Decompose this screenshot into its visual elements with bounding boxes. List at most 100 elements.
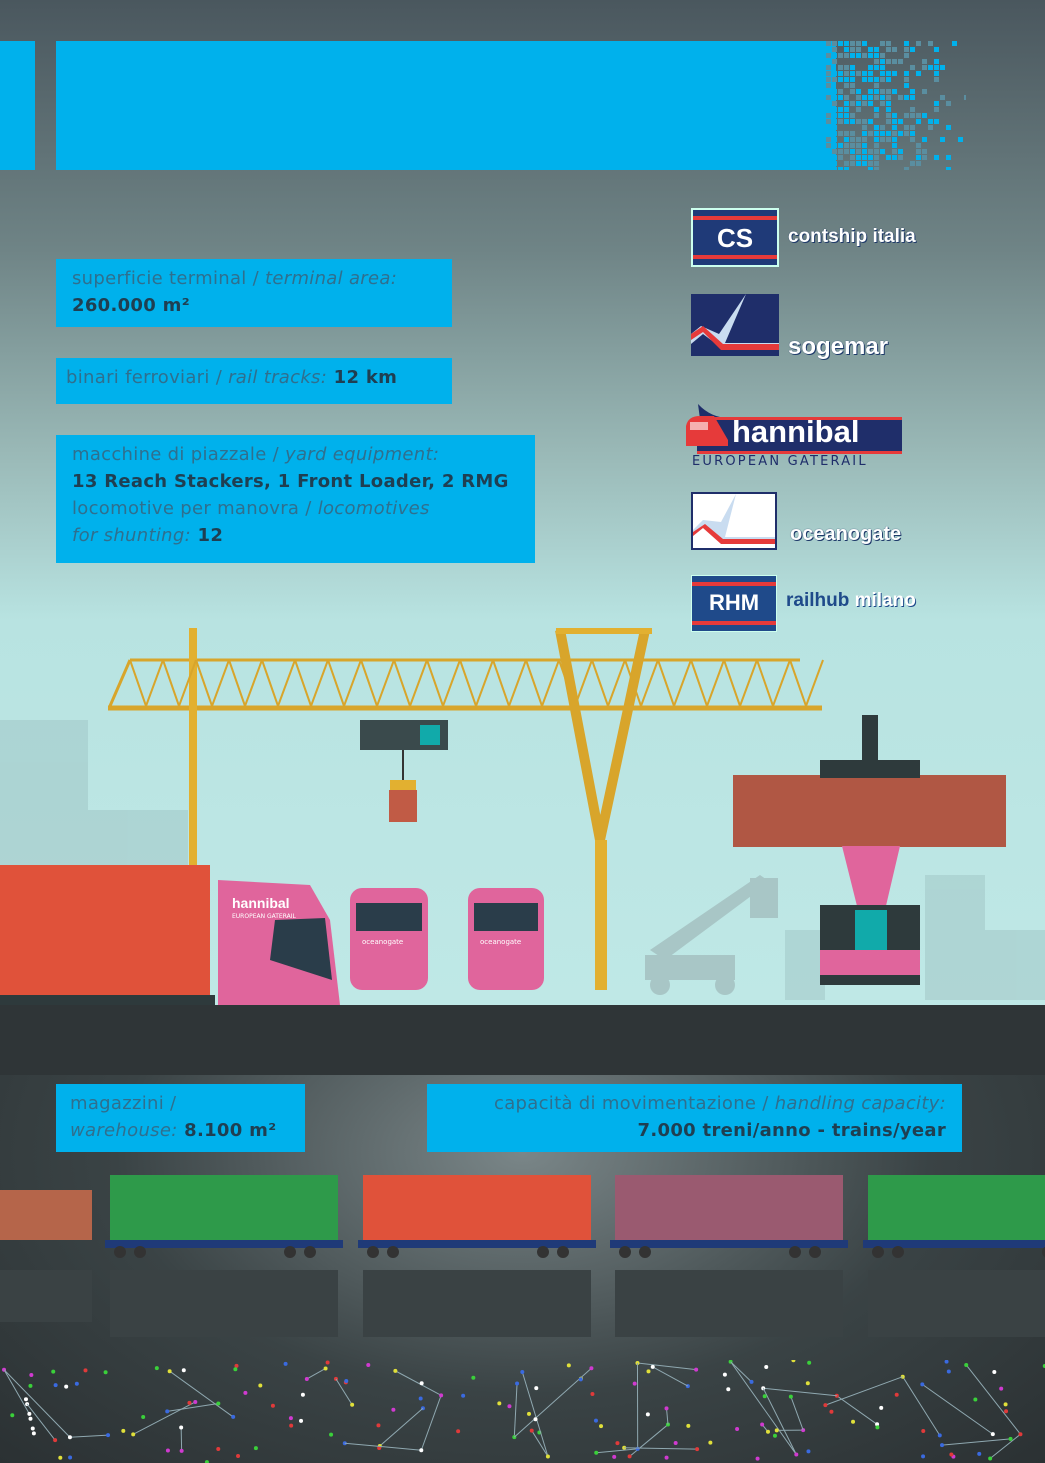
- pixel: [856, 155, 861, 160]
- pixel: [874, 83, 879, 88]
- header-accent-bar: [0, 41, 35, 170]
- pixel: [880, 71, 885, 76]
- network-node: [593, 1418, 598, 1423]
- pixel: [904, 47, 909, 52]
- network-node: [664, 1406, 669, 1411]
- pixel: [856, 149, 861, 154]
- hannibal-text: hannibal: [732, 414, 860, 449]
- network-node: [131, 1432, 136, 1437]
- pixel: [838, 131, 843, 136]
- network-node: [949, 1452, 954, 1457]
- network-node: [829, 1409, 834, 1414]
- label: superficie terminal /: [72, 268, 266, 289]
- pixel: [826, 125, 831, 130]
- network-link: [521, 1371, 549, 1457]
- wheel: [557, 1246, 569, 1258]
- network-node: [289, 1423, 294, 1428]
- value: 13 Reach Stackers, 1 Front Loader, 2 RMG: [72, 471, 509, 492]
- network-node: [879, 1405, 884, 1410]
- network-node: [529, 1428, 534, 1433]
- rail-tracks-box: binari ferroviari / rail tracks: 12 km: [56, 358, 452, 404]
- network-link: [344, 1442, 422, 1451]
- value: 8.100 m²: [177, 1120, 277, 1141]
- pixel: [850, 155, 855, 160]
- pixel: [892, 137, 897, 142]
- pixel: [838, 155, 843, 160]
- pixel: [856, 101, 861, 106]
- network-link: [790, 1396, 804, 1431]
- network-node: [988, 1456, 993, 1461]
- pixel: [892, 125, 897, 130]
- pixel: [832, 71, 837, 76]
- pixel: [838, 95, 843, 100]
- wheel: [284, 1246, 296, 1258]
- pixel: [838, 143, 843, 148]
- network-node: [612, 1454, 617, 1459]
- pixel: [916, 71, 921, 76]
- pixel: [886, 59, 891, 64]
- network-node: [921, 1454, 926, 1459]
- pixel: [832, 167, 837, 170]
- pixel: [832, 131, 837, 136]
- pixel: [826, 77, 831, 82]
- pixel: [862, 155, 867, 160]
- wagon-reflection: [868, 1270, 1045, 1337]
- pixel: [850, 131, 855, 136]
- network-node: [30, 1426, 35, 1431]
- pixel: [868, 77, 873, 82]
- network-link: [637, 1362, 697, 1371]
- pixel: [874, 95, 879, 100]
- pixel: [850, 53, 855, 58]
- network-node: [439, 1393, 444, 1398]
- pixel: [844, 119, 849, 124]
- pixel: [844, 137, 849, 142]
- network-node: [594, 1450, 599, 1455]
- pixel: [832, 47, 837, 52]
- network-node: [806, 1449, 811, 1454]
- network-node: [106, 1433, 111, 1438]
- network-node: [695, 1447, 700, 1452]
- network-node: [788, 1394, 793, 1399]
- label: binari ferroviari /: [66, 367, 229, 388]
- pixel: [838, 71, 843, 76]
- truss-member: [492, 659, 510, 707]
- network-node: [181, 1368, 186, 1373]
- wheel: [367, 1246, 379, 1258]
- network-node: [344, 1379, 349, 1384]
- label-en: warehouse:: [70, 1120, 178, 1141]
- network-node: [31, 1431, 36, 1436]
- pixel: [844, 131, 849, 136]
- pixel: [850, 143, 855, 148]
- network-node: [992, 1369, 997, 1374]
- truss-member: [508, 659, 527, 707]
- pixel: [844, 107, 849, 112]
- truss-member: [376, 659, 395, 707]
- pixel: [880, 131, 885, 136]
- network-node: [823, 1403, 828, 1408]
- pixel: [886, 77, 891, 82]
- pixel: [922, 137, 927, 142]
- pixel: [910, 107, 915, 112]
- pixel: [838, 41, 843, 46]
- network-node: [179, 1425, 184, 1430]
- pixel: [886, 155, 891, 160]
- boxcar-reflection: [0, 1270, 92, 1322]
- label-en: terminal area:: [265, 268, 398, 289]
- pixel: [832, 137, 837, 142]
- network-node: [141, 1415, 146, 1420]
- container-wagon: [615, 1175, 843, 1240]
- network-node: [964, 1362, 969, 1367]
- network-node: [325, 1360, 330, 1365]
- pixel: [916, 143, 921, 148]
- network-node: [794, 1452, 799, 1457]
- pixel: [838, 107, 843, 112]
- pixel: [892, 119, 897, 124]
- network-link: [941, 1438, 1011, 1446]
- pixel: [880, 77, 885, 82]
- pixel: [868, 47, 873, 52]
- network-node: [270, 1403, 275, 1408]
- truss-member: [739, 659, 758, 707]
- network-node: [288, 1416, 293, 1421]
- network-link: [989, 1433, 1021, 1459]
- truss-member: [277, 659, 296, 707]
